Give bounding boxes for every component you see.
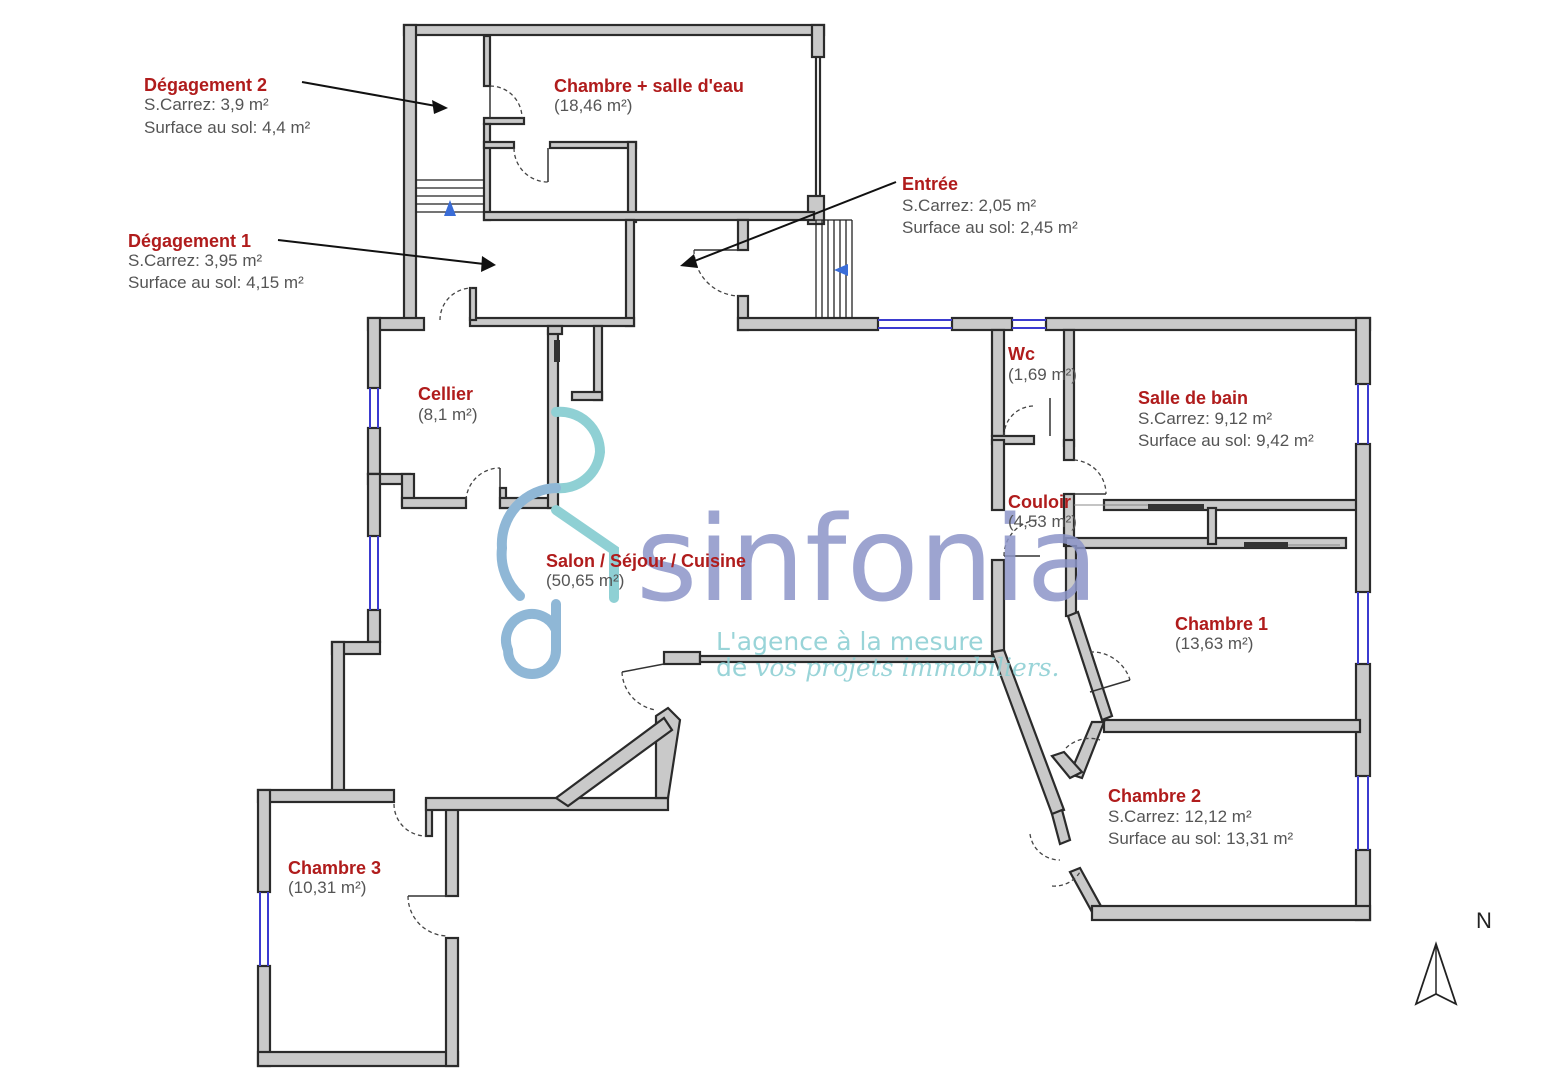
room-salle-de-bain-name: Salle de bain [1138,388,1248,408]
room-chambre2-carrez: S.Carrez: 12,12 m² [1108,807,1252,826]
room-salle-de-bain-sol: Surface au sol: 9,42 m² [1138,431,1314,450]
callout-entree-carrez: S.Carrez: 2,05 m² [902,196,1036,215]
callout-degagement2-carrez: S.Carrez: 3,9 m² [144,95,269,114]
callout-entree-sol: Surface au sol: 2,45 m² [902,218,1078,237]
room-salon-name: Salon / Séjour / Cuisine [546,551,746,571]
room-chambre3-name: Chambre 3 [288,858,381,878]
watermark-tagline-2-prefix: de [716,653,755,682]
room-wc-name: Wc [1008,344,1035,364]
room-chambre1-name: Chambre 1 [1175,614,1268,634]
north-arrow: N [1414,908,1492,1006]
callout-arrows [277,81,897,272]
room-chambre-salle-eau-area: (18,46 m²) [554,96,632,115]
callout-degagement2-name: Dégagement 2 [144,75,267,95]
watermark-tagline-2: de vos projets immobiliers. [716,653,1060,682]
sliding-doors [554,340,1340,548]
room-chambre2-sol: Surface au sol: 13,31 m² [1108,829,1294,848]
watermark-tagline-1: L'agence à la mesure [716,627,983,656]
room-chambre3-area: (10,31 m²) [288,878,366,897]
windows [259,319,1369,966]
callout-degagement2-sol: Surface au sol: 4,4 m² [144,118,311,137]
room-salon-area: (50,65 m²) [546,571,624,590]
room-couloir-name: Couloir [1008,492,1071,512]
callout-degagement1-name: Dégagement 1 [128,231,251,251]
room-cellier-area: (8,1 m²) [418,405,478,424]
callout-degagement1-carrez: S.Carrez: 3,95 m² [128,251,262,270]
room-couloir-area: (4,53 m²) [1008,512,1077,531]
room-wc-area: (1,69 m²) [1008,365,1077,384]
watermark: sinfonia L'agence à la mesure de vos pro… [496,406,1099,682]
watermark-logo-icon [496,406,619,679]
callout-entree-name: Entrée [902,174,958,194]
room-salle-de-bain-carrez: S.Carrez: 9,12 m² [1138,409,1272,428]
room-chambre-salle-eau-name: Chambre + salle d'eau [554,76,744,96]
room-chambre2-name: Chambre 2 [1108,786,1201,806]
stairs-entree [808,219,853,318]
room-chambre1-area: (13,63 m²) [1175,634,1253,653]
watermark-brand: sinfonia [636,490,1099,628]
room-cellier-name: Cellier [418,384,473,404]
stairs-upper [416,179,484,216]
callout-degagement1-sol: Surface au sol: 4,15 m² [128,273,304,292]
room-labels: Chambre + salle d'eau (18,46 m²) Cellier… [288,76,1314,897]
watermark-tagline-2-script: vos projets immobiliers. [755,653,1059,682]
north-label: N [1476,908,1492,933]
callout-labels: Dégagement 2 S.Carrez: 3,9 m² Surface au… [128,75,1078,292]
compass-arrow-icon [1414,941,1458,1006]
walls [256,23,1372,1068]
